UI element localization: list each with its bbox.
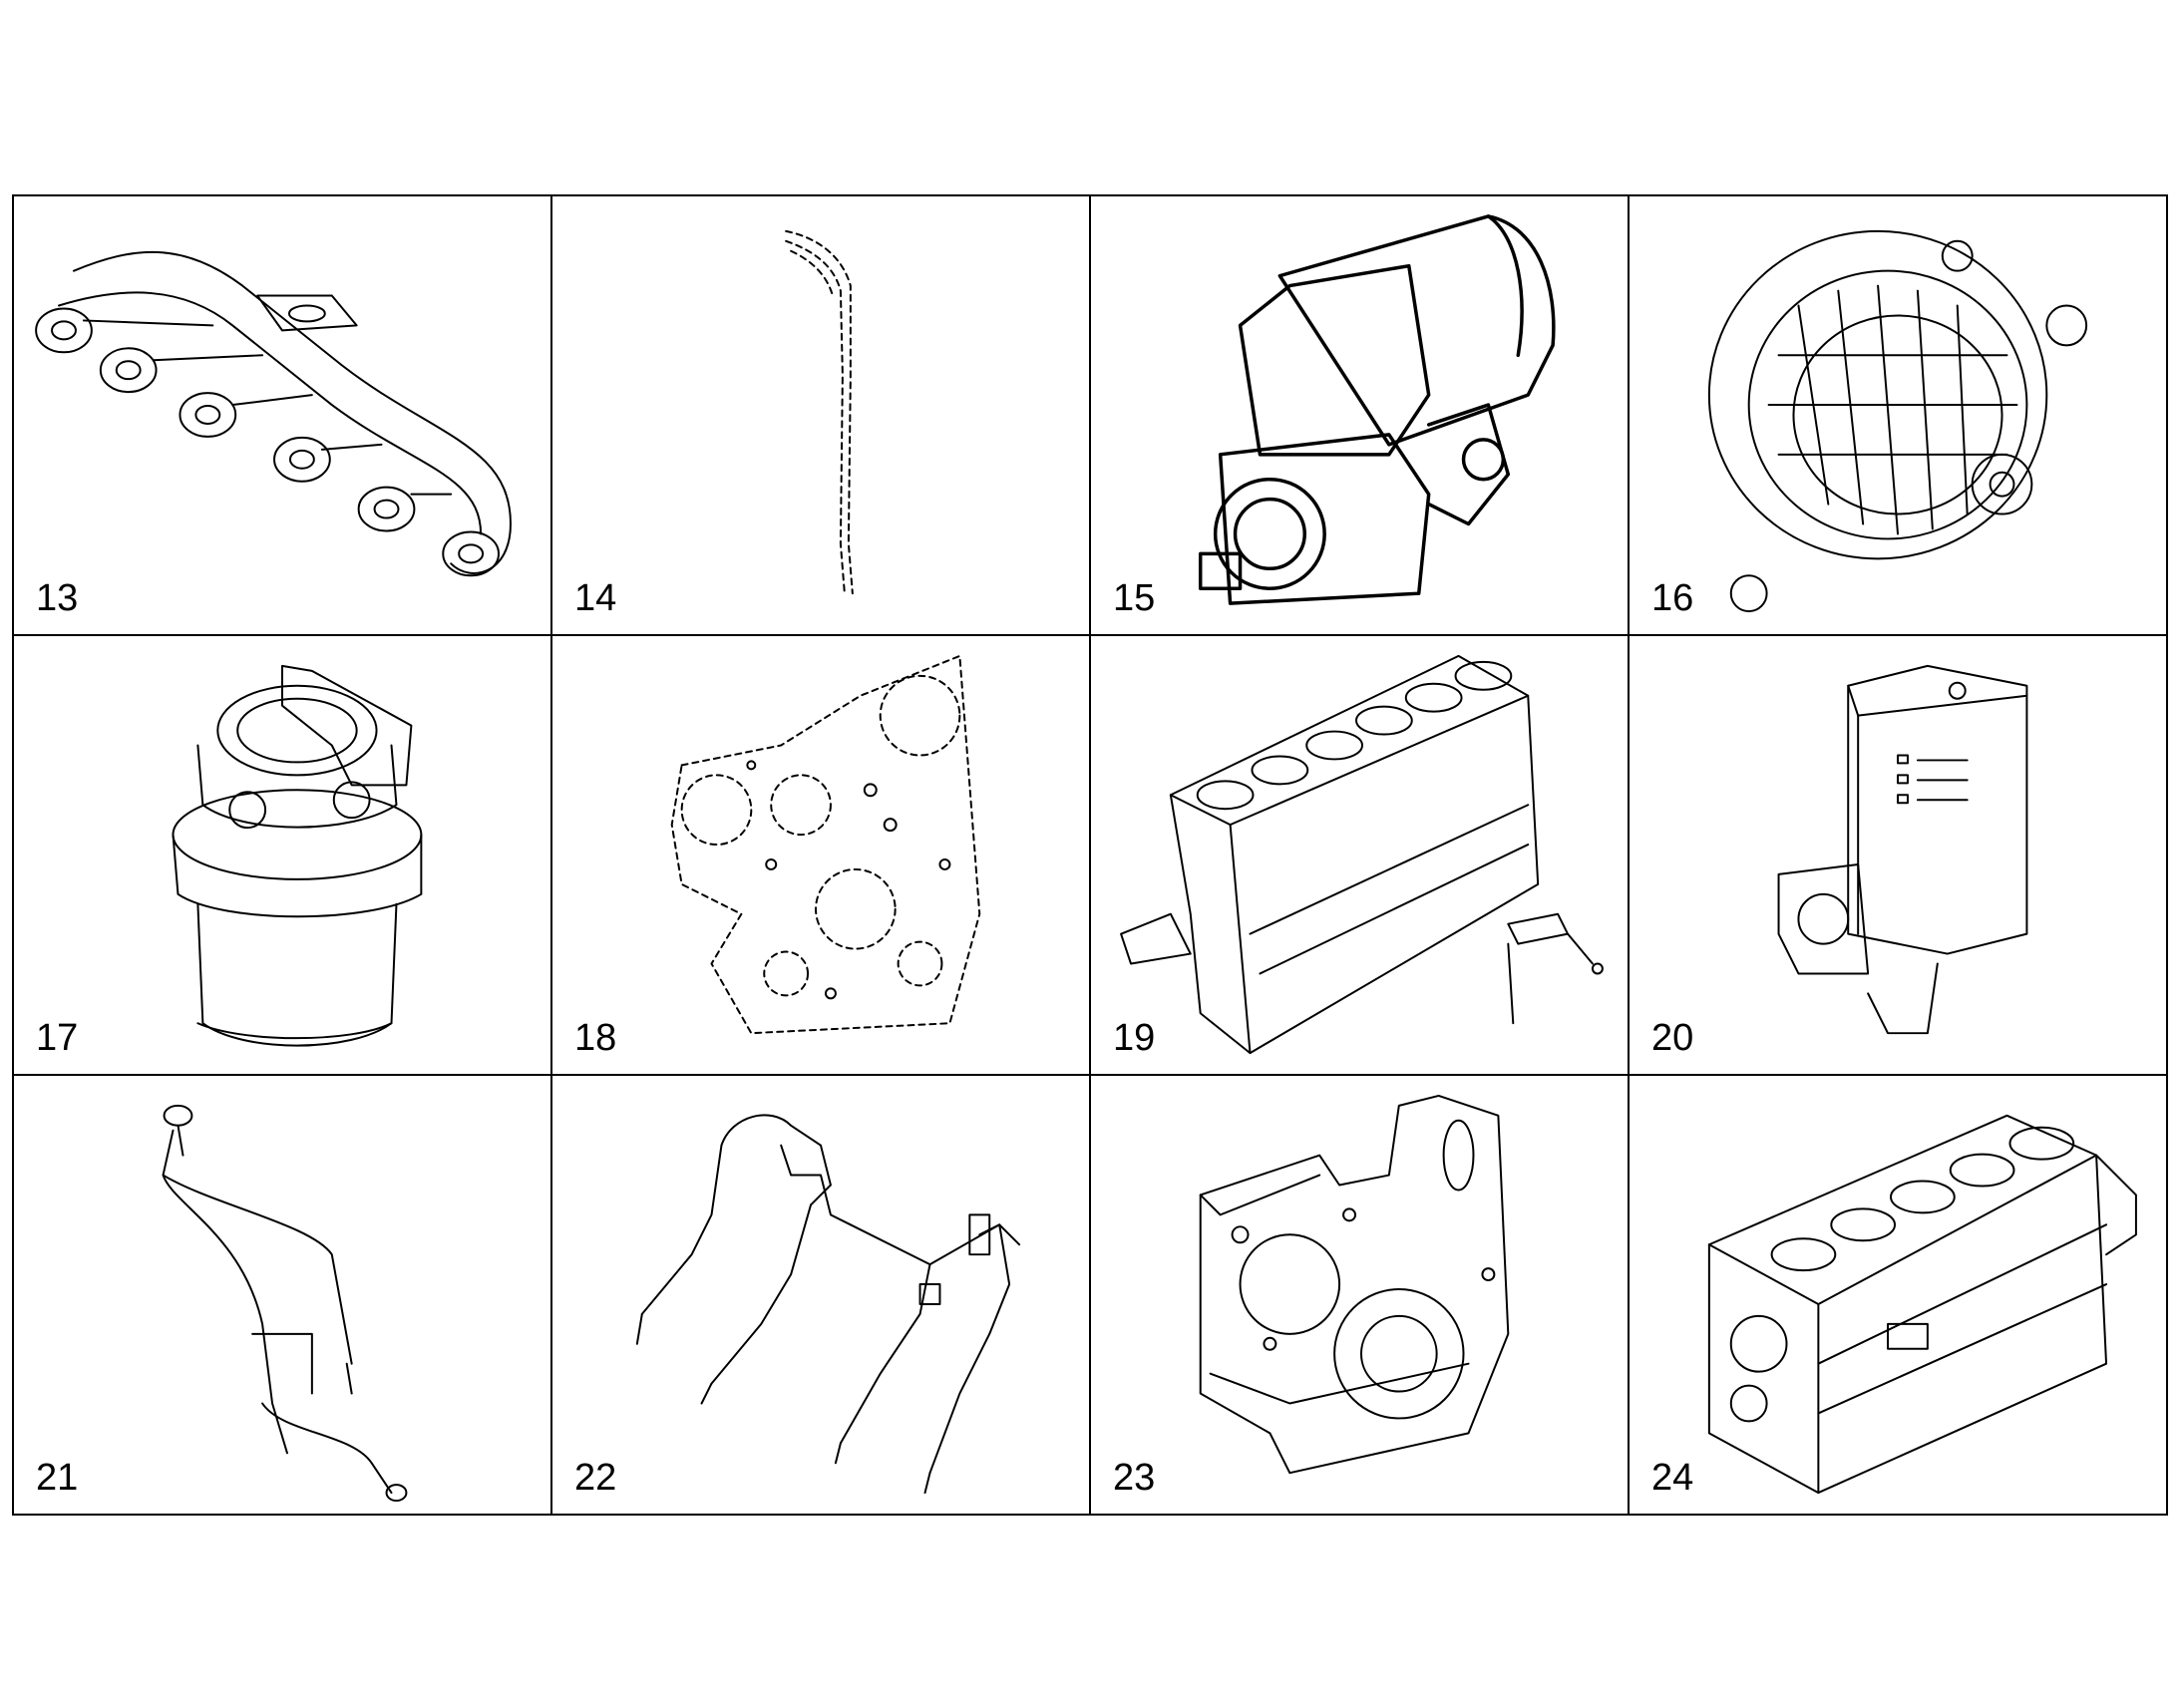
part-number: 14 — [574, 577, 617, 619]
gasket-icon — [670, 654, 981, 1035]
part-cell-13[interactable]: 13 — [14, 196, 552, 636]
part-number: 16 — [1651, 577, 1694, 619]
cylinder-block-icon — [1120, 654, 1604, 1055]
part-cell-14[interactable]: 14 — [552, 196, 1091, 636]
part-number: 17 — [36, 1017, 79, 1059]
part-cell-18[interactable]: 18 — [552, 636, 1091, 1076]
part-number: 13 — [36, 577, 79, 619]
part-cell-23[interactable]: 23 — [1091, 1076, 1630, 1516]
part-number: 23 — [1113, 1457, 1156, 1499]
exhaust-manifold-icon — [35, 250, 512, 577]
part-number: 20 — [1651, 1017, 1694, 1059]
part-number: 18 — [574, 1017, 617, 1059]
pump-icon — [1777, 664, 2028, 1035]
part-cell-19[interactable]: 19 — [1091, 636, 1630, 1076]
parts-grid: 13 14 15 — [12, 194, 2168, 1516]
part-cell-17[interactable]: 17 — [14, 636, 552, 1076]
starter-motor-icon — [1198, 214, 1556, 605]
alternator-icon — [1707, 229, 2088, 613]
part-number: 15 — [1113, 577, 1156, 619]
part-cell-20[interactable]: 20 — [1630, 636, 2168, 1076]
timing-cover-icon — [1199, 1094, 1510, 1475]
part-number: 21 — [36, 1457, 79, 1499]
part-cell-15[interactable]: 15 — [1091, 196, 1630, 636]
glow-plug-harness-icon — [635, 1114, 1021, 1495]
part-number: 19 — [1113, 1017, 1156, 1059]
tube-icon — [785, 229, 854, 595]
part-cell-16[interactable]: 16 — [1630, 196, 2168, 636]
part-cell-22[interactable]: 22 — [552, 1076, 1091, 1516]
engine-block-icon — [1707, 1114, 2137, 1495]
fuel-filter-icon — [172, 664, 423, 1047]
part-cell-24[interactable]: 24 — [1630, 1076, 2168, 1516]
part-cell-21[interactable]: 21 — [14, 1076, 552, 1516]
part-number: 22 — [574, 1457, 617, 1499]
part-number: 24 — [1651, 1457, 1694, 1499]
dipstick-icon — [162, 1104, 408, 1503]
